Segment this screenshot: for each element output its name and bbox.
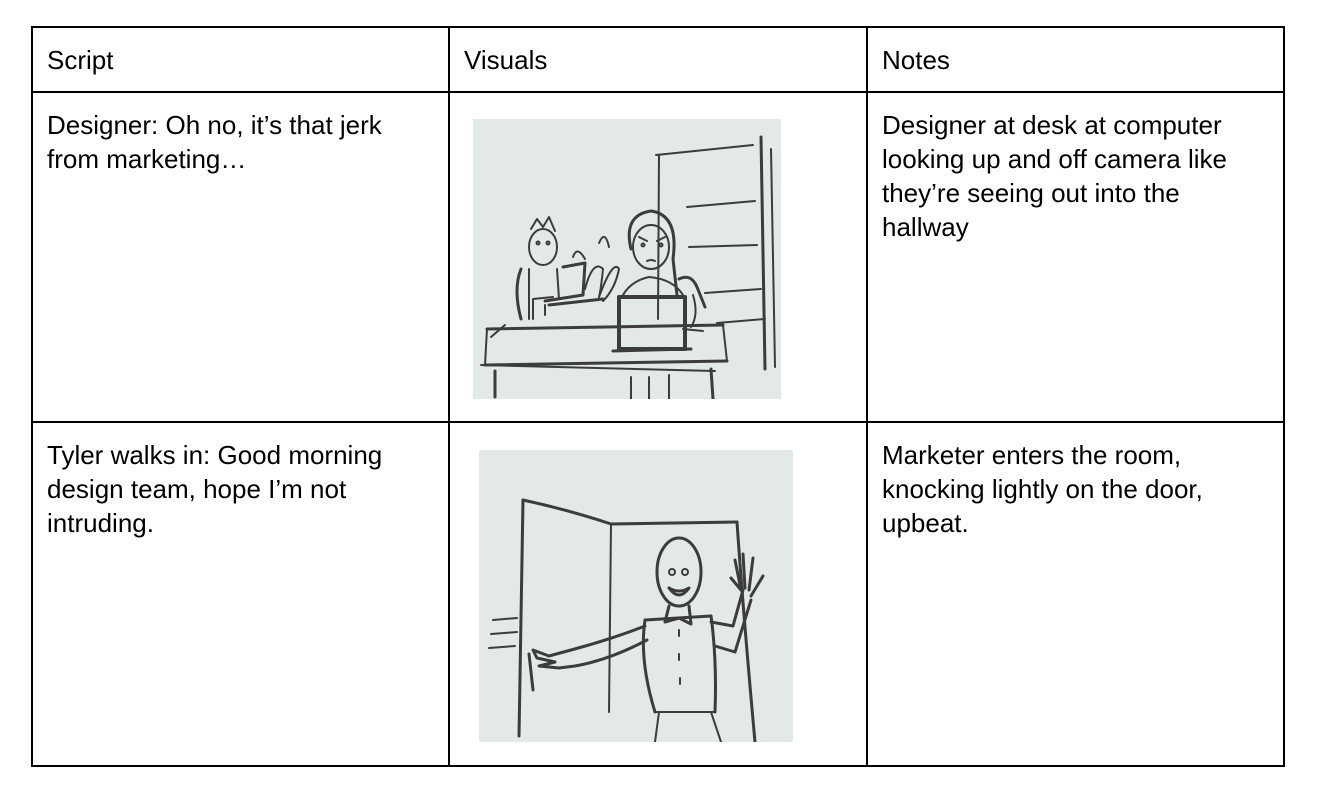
table-header-row: Script Visuals Notes (31, 26, 1285, 93)
notes-cell: Designer at desk at computer looking up … (866, 91, 1285, 423)
table-row: Tyler walks in: Good morning design team… (31, 421, 1285, 767)
storyboard-table: Script Visuals Notes Designer: Oh no, it… (31, 26, 1285, 767)
designer-at-desk-sketch-icon (473, 119, 781, 399)
script-cell: Tyler walks in: Good morning design team… (31, 421, 450, 767)
notes-text: Marketer enters the room, knocking light… (882, 440, 1203, 538)
script-cell: Designer: Oh no, it’s that jerk from mar… (31, 91, 450, 423)
visual-cell (448, 421, 868, 767)
marketer-entering-door-sketch-icon (479, 450, 793, 742)
header-notes-label: Notes (882, 45, 950, 75)
header-visuals-label: Visuals (464, 45, 548, 75)
script-text: Tyler walks in: Good morning design team… (47, 440, 383, 538)
header-cell-notes: Notes (866, 26, 1285, 93)
header-cell-script: Script (31, 26, 450, 93)
header-script-label: Script (47, 45, 114, 75)
notes-cell: Marketer enters the room, knocking light… (866, 421, 1285, 767)
table-row: Designer: Oh no, it’s that jerk from mar… (31, 91, 1285, 423)
visual-cell (448, 91, 868, 423)
notes-text: Designer at desk at computer looking up … (882, 110, 1227, 242)
header-cell-visuals: Visuals (448, 26, 868, 93)
script-text: Designer: Oh no, it’s that jerk from mar… (47, 110, 382, 174)
